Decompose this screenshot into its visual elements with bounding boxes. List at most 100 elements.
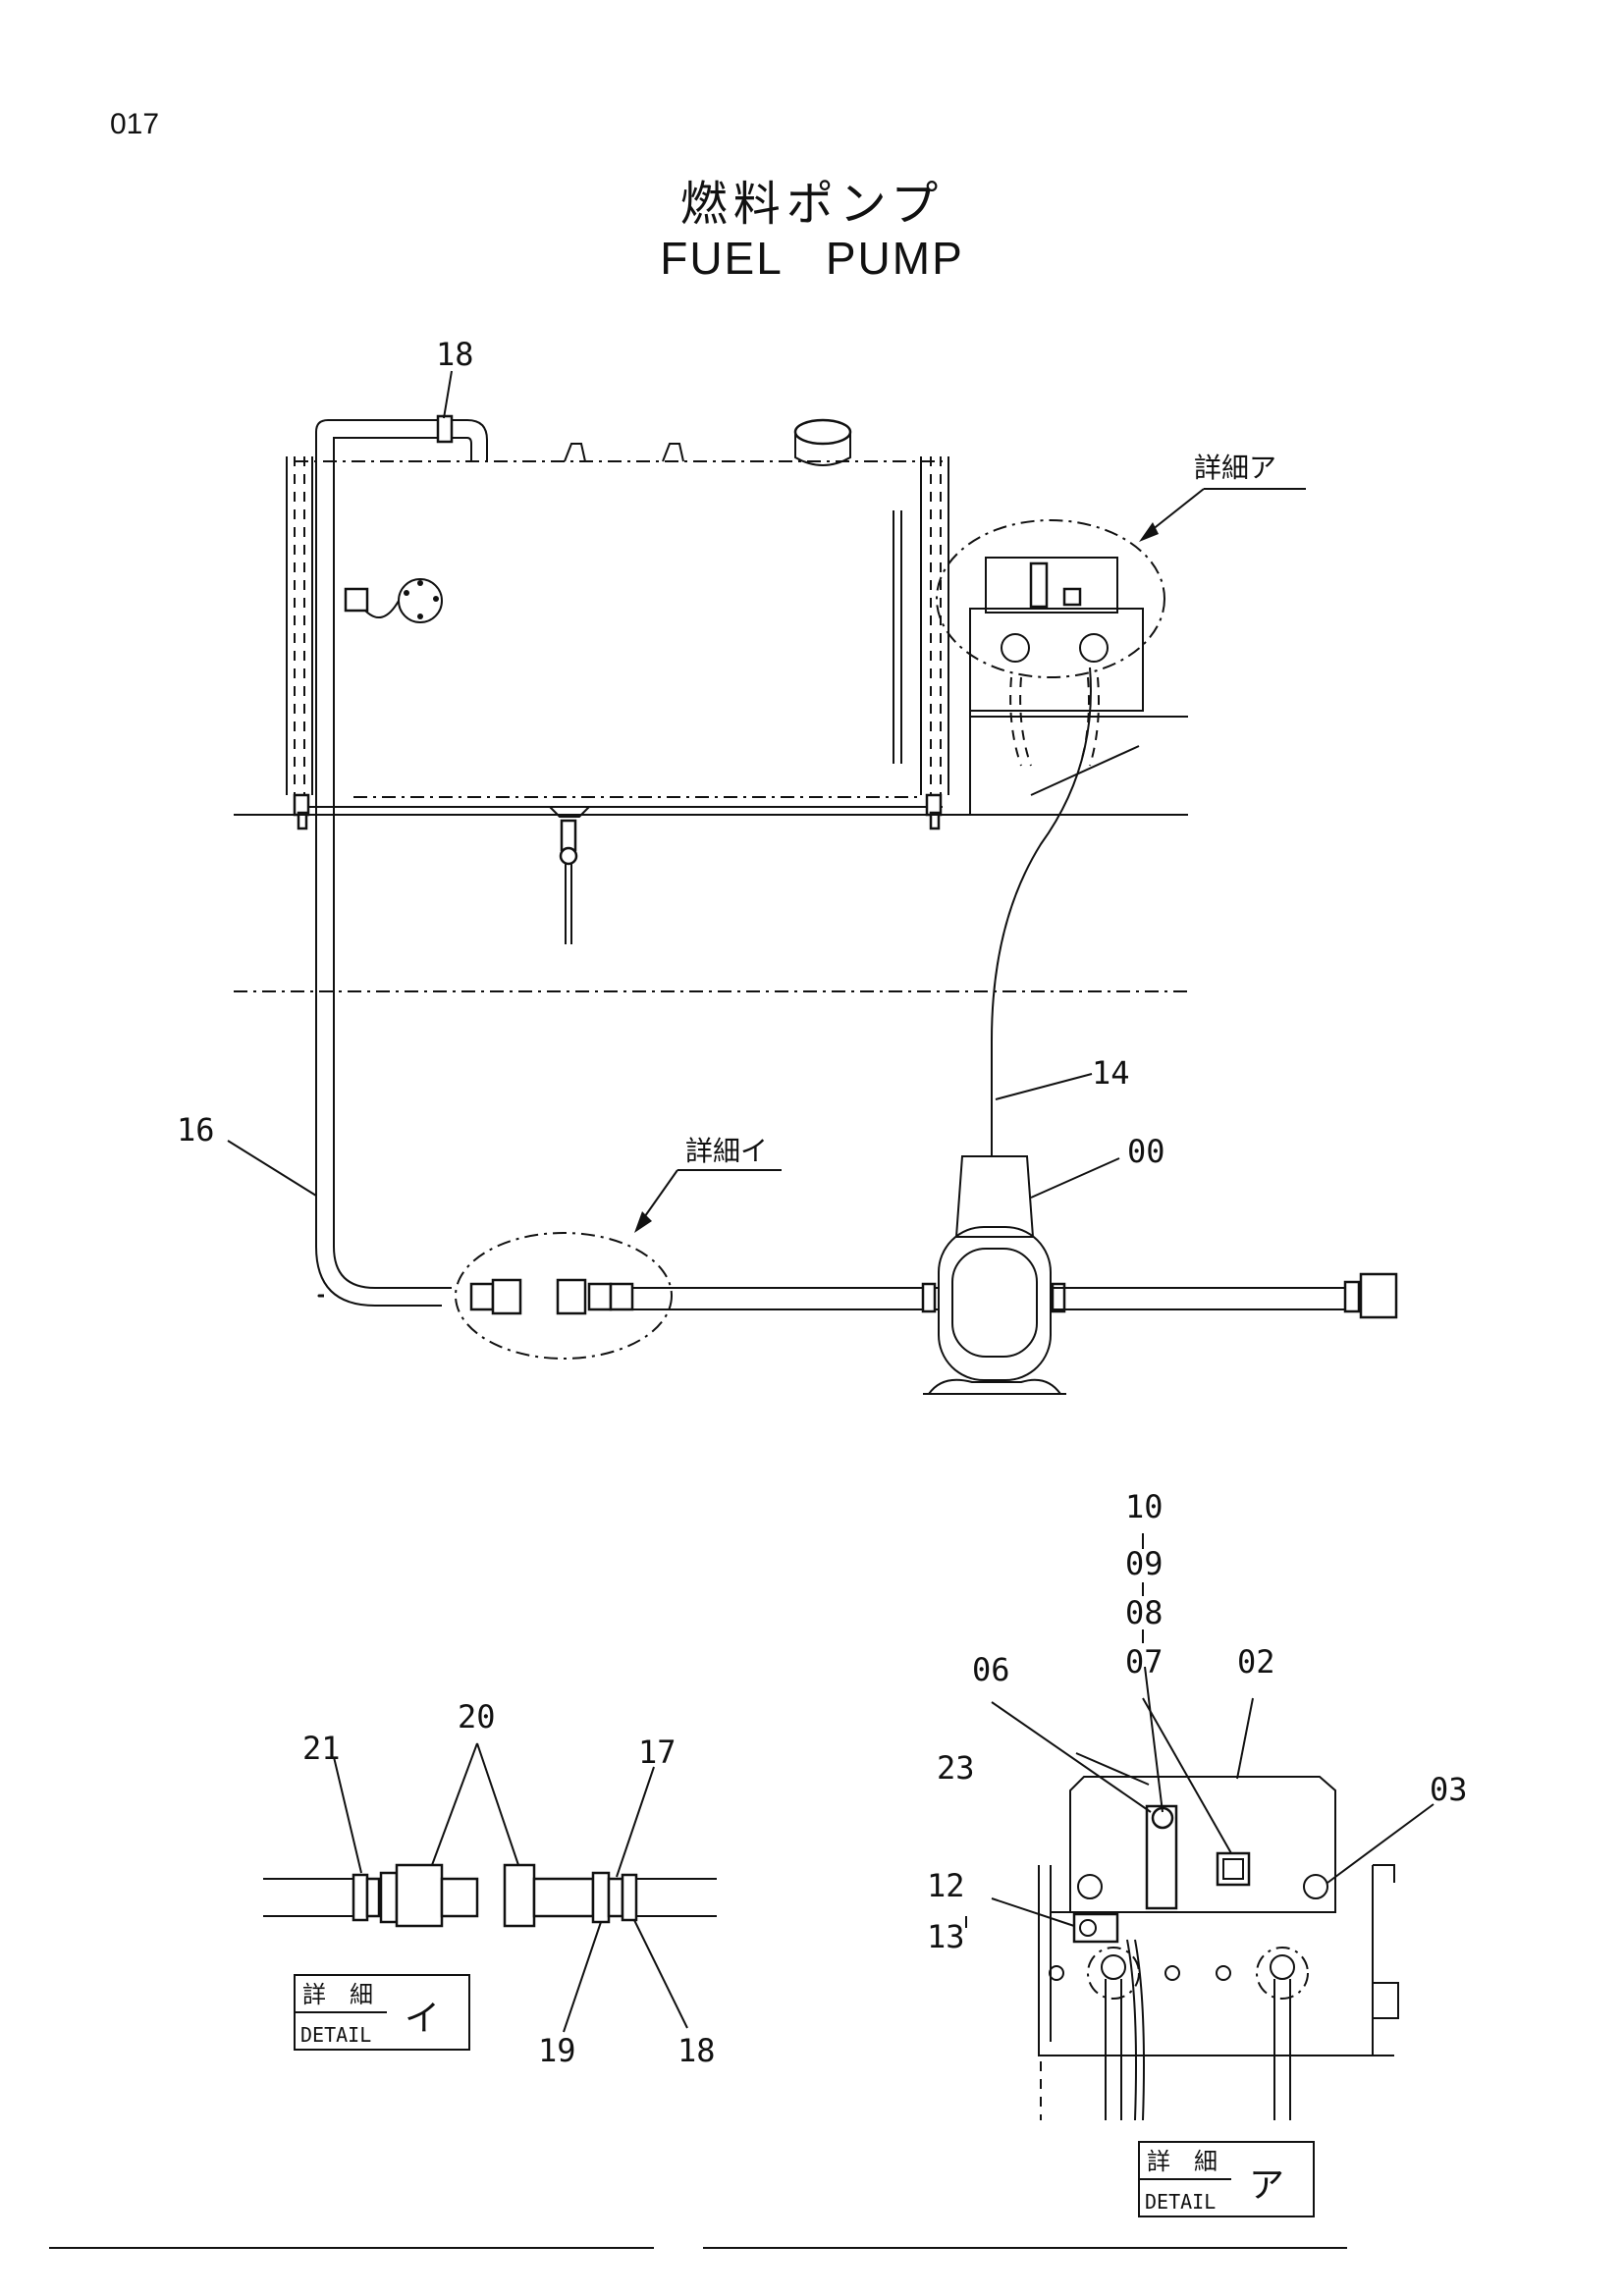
di-leader-20b xyxy=(476,1742,519,1866)
fitting-21 xyxy=(469,1282,495,1311)
di-label-21: 21 xyxy=(302,1730,341,1767)
label-18: 18 xyxy=(436,336,474,373)
da-leader-23 xyxy=(1144,1666,1164,1813)
fitting-17 xyxy=(609,1282,634,1311)
pipe-clamp-18 xyxy=(436,414,454,444)
da-leader-12 xyxy=(991,1897,1075,1927)
da-box-jp-1: 詳 xyxy=(1147,2148,1170,2175)
gauge-bolt-3 xyxy=(417,614,423,619)
da-box-jp-2: 細 xyxy=(1194,2148,1218,2175)
label-14: 14 xyxy=(1092,1054,1130,1092)
callout-i-arrow-line xyxy=(639,1169,678,1224)
outlet-cap xyxy=(1359,1272,1398,1319)
da-label-02: 02 xyxy=(1237,1643,1275,1681)
da-leader-02 xyxy=(1236,1697,1254,1780)
da-leader-23b xyxy=(1075,1752,1150,1786)
da-label-07: 07 xyxy=(1125,1643,1164,1681)
da-port-right xyxy=(1270,1954,1295,1980)
da-label-13: 13 xyxy=(927,1918,965,1955)
da-label-08: 08 xyxy=(1125,1594,1164,1631)
return-pipe xyxy=(315,414,488,1307)
di-label-20: 20 xyxy=(458,1698,496,1735)
da-port-right-ring xyxy=(1256,1947,1309,2000)
pipe-outer-line xyxy=(315,419,467,1247)
title-english: FUEL PUMP xyxy=(660,233,964,284)
da-wire-1 xyxy=(1126,1939,1137,2121)
di-box-en: DETAIL xyxy=(300,2023,371,2047)
drain-valve-body xyxy=(560,819,577,852)
di-box-letter: イ xyxy=(405,1999,440,2039)
da-box-en: DETAIL xyxy=(1145,2190,1216,2214)
da-label-09: 09 xyxy=(1125,1545,1164,1582)
gauge-clamp xyxy=(344,587,369,613)
di-clamp-18 xyxy=(621,1873,638,1922)
di-label-19: 19 xyxy=(538,2032,576,2069)
da-bracket-outline xyxy=(1038,1865,1394,2056)
di-coupler-right-cap xyxy=(503,1863,536,1928)
fitting-19 xyxy=(587,1282,613,1311)
da-label-10: 10 xyxy=(1125,1488,1164,1525)
pipe-top-hook-inner xyxy=(466,437,472,461)
pipe-bend-inner xyxy=(333,1246,442,1289)
da-box-letter: ア xyxy=(1249,2165,1284,2206)
da-leader-03 xyxy=(1326,1803,1435,1884)
di-box-jp-2: 細 xyxy=(350,1981,373,2008)
outlet-clamp xyxy=(1343,1280,1361,1313)
da-bolt-left xyxy=(1077,1874,1103,1899)
fitting-20b xyxy=(556,1278,587,1315)
da-hole-2 xyxy=(1216,1965,1231,1981)
da-port-left xyxy=(1101,1954,1126,1980)
pipe-inner-line xyxy=(333,437,467,1247)
gauge-bolt-2 xyxy=(433,596,439,602)
hose-left-a xyxy=(1009,676,1022,767)
di-leader-20a xyxy=(431,1742,478,1866)
detail-i-drawing xyxy=(263,1742,717,2051)
label-detail-i-callout: 詳細イ xyxy=(685,1135,768,1167)
di-leader-19 xyxy=(563,1921,602,2033)
da-hole-1 xyxy=(1164,1965,1180,1981)
label-00: 00 xyxy=(1127,1133,1165,1170)
da-hole-3 xyxy=(1049,1965,1064,1981)
di-leader-18 xyxy=(633,1919,688,2029)
main-leaders xyxy=(227,370,1306,1233)
supply-line xyxy=(442,1232,1398,1360)
label-detail-a-callout: 詳細ア xyxy=(1194,452,1276,484)
di-label-17: 17 xyxy=(638,1734,677,1771)
leader-14 xyxy=(995,1073,1093,1100)
port-right xyxy=(1079,633,1109,663)
di-tube-right xyxy=(532,1877,595,1918)
filler-cap-body xyxy=(794,432,851,466)
di-tube-left xyxy=(440,1877,479,1918)
pump-outlet-clamp xyxy=(1051,1282,1066,1313)
cover-connector xyxy=(1062,587,1082,607)
gauge-wire xyxy=(364,600,400,619)
pump-inlet-clamp xyxy=(921,1282,937,1313)
da-leader-06 xyxy=(991,1701,1152,1813)
da-label-23: 23 xyxy=(937,1749,975,1787)
di-coupler-left xyxy=(395,1863,444,1928)
leader-18 xyxy=(443,370,453,419)
leader-16 xyxy=(227,1140,317,1197)
detail-a-region-main xyxy=(936,519,1188,815)
da-label-12: 12 xyxy=(927,1867,965,1904)
bracket-diag xyxy=(1030,745,1140,796)
gauge-bolt-4 xyxy=(404,590,409,596)
da-bolt-right-03 xyxy=(1303,1874,1328,1899)
callout-a-arrowhead xyxy=(1139,522,1159,542)
pump-window xyxy=(951,1248,1038,1358)
pump-housing xyxy=(938,1226,1052,1381)
filler-cap-top xyxy=(793,418,852,446)
detail-a-circle xyxy=(936,519,1165,678)
di-label-18: 18 xyxy=(677,2032,716,2069)
callout-i-arrowhead xyxy=(634,1211,652,1233)
callout-a-arrow-line xyxy=(1146,488,1205,535)
di-band-21 xyxy=(365,1877,381,1918)
pipe-bend-outer xyxy=(315,1246,442,1307)
fuel-tank xyxy=(286,418,949,944)
di-leader-17 xyxy=(616,1766,655,1878)
di-box-jp-1: 詳 xyxy=(302,1981,326,2008)
gauge-bolt-1 xyxy=(417,580,423,586)
cover-strip xyxy=(1029,561,1049,609)
